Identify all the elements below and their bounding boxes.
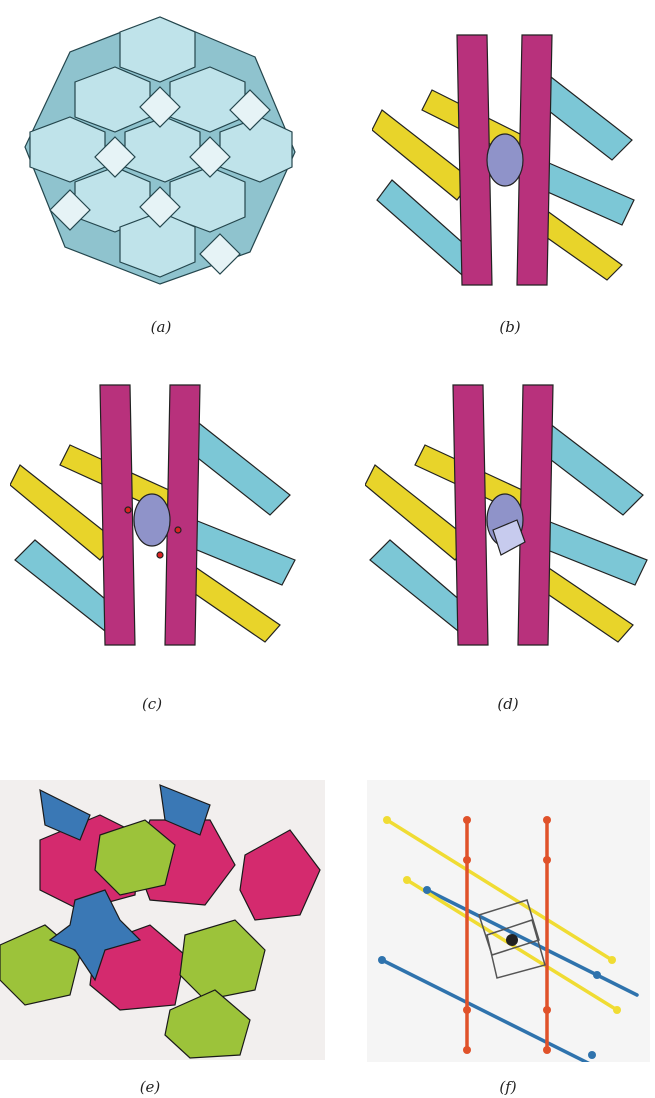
- caption-d: (d): [478, 695, 538, 713]
- caption-e: (e): [120, 1078, 180, 1096]
- panel-e-space-filling-polyhedra: [0, 780, 325, 1060]
- panel-a-cage-cluster: [20, 12, 300, 287]
- caption-f: (f): [478, 1078, 538, 1096]
- panel-c-channel-framework: [10, 380, 300, 650]
- panel-d-channel-framework: [365, 380, 650, 650]
- caption-b: (b): [480, 318, 540, 336]
- caption-c: (c): [122, 695, 182, 713]
- panel-b-channel-framework: [372, 30, 642, 292]
- caption-a: (a): [131, 318, 191, 336]
- panel-f-rod-packing: [367, 780, 650, 1062]
